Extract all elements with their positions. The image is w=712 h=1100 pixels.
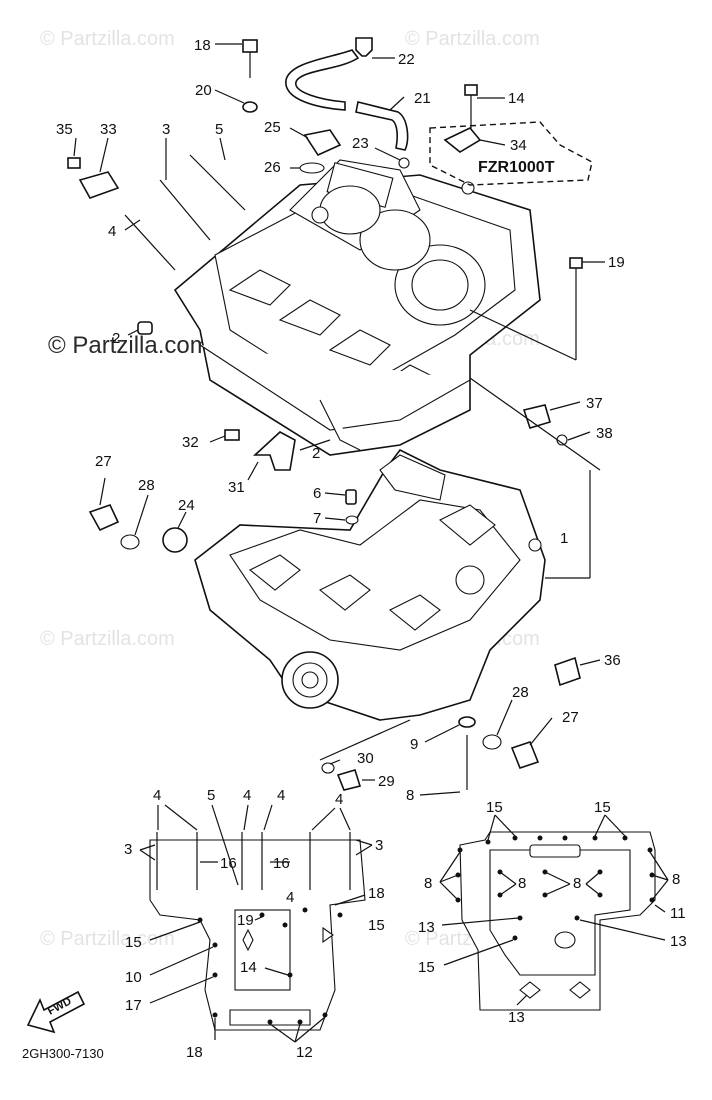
callout-label: 33 (100, 121, 117, 138)
lower-crankcase (194, 448, 546, 721)
watermark: © Partzilla.com (40, 628, 175, 650)
bolt-label: 19 (237, 912, 254, 929)
bolt-label: 15 (594, 799, 611, 816)
watermark-prominent: © Partzilla.com (48, 332, 210, 359)
callout-label: 24 (178, 497, 195, 514)
bolt-label: 15 (418, 959, 435, 976)
watermark: © Partzilla.com (40, 28, 175, 50)
callout-label: 27 (95, 453, 112, 470)
callout-label: 7 (313, 510, 321, 527)
callout-label: 5 (215, 121, 223, 138)
callout-label: 31 (228, 479, 245, 496)
bolt-label: 13 (670, 933, 687, 950)
callout-label: 6 (313, 485, 321, 502)
bolt-pattern-upper-case (139, 804, 373, 1043)
front-direction-arrow: FWD (26, 990, 86, 1034)
callout-label: 2 (312, 445, 320, 462)
callout-label: 30 (357, 750, 374, 767)
model-variant-label: FZR1000T (478, 159, 555, 176)
callout-label: 4 (108, 223, 116, 240)
bolt-label: 5 (207, 787, 215, 804)
callout-label: 32 (182, 434, 199, 451)
callout-label: 8 (406, 787, 414, 804)
callout-label: 9 (410, 736, 418, 753)
bolt-label: 16 (220, 855, 237, 872)
callout-label: 28 (138, 477, 155, 494)
callout-label: 3 (162, 121, 170, 138)
bolt-label: 8 (573, 875, 581, 892)
bolt-label: 4 (243, 787, 251, 804)
callout-label: 2 (112, 330, 120, 347)
callout-label: 19 (608, 254, 625, 271)
callout-label: 37 (586, 395, 603, 412)
model-variant-box (429, 121, 593, 186)
callout-label: 22 (398, 51, 415, 68)
watermark: © Partzilla.com (40, 928, 175, 950)
bolt-label: 15 (125, 934, 142, 951)
bolt-label: 8 (518, 875, 526, 892)
watermark: © Partzilla.com (405, 28, 540, 50)
small-parts (67, 37, 583, 791)
bolt-label: 8 (424, 875, 432, 892)
callout-label: 1 (560, 530, 568, 547)
leader-lines (73, 43, 605, 796)
bolt-label: 17 (125, 997, 142, 1014)
bolt-pattern-lower-labels: 15 15 8 8 8 8 11 13 13 15 13 (418, 799, 687, 1026)
callout-label: 14 (508, 90, 525, 107)
callout-label: 28 (512, 684, 529, 701)
callout-label: 27 (562, 709, 579, 726)
bolt-label: 18 (368, 885, 385, 902)
bolt-label: 8 (672, 871, 680, 888)
bolt-label: 14 (240, 959, 257, 976)
bolt-label: 3 (124, 841, 132, 858)
bolt-label: 12 (296, 1044, 313, 1061)
bolt-label: 3 (375, 837, 383, 854)
callout-labels: 1 2 2 3 4 5 6 7 8 9 14 18 19 20 21 22 23… (56, 37, 625, 804)
bolt-label: 13 (418, 919, 435, 936)
callout-label: 38 (596, 425, 613, 442)
callout-label: 36 (604, 652, 621, 669)
callout-label: 23 (352, 135, 369, 152)
callout-label: 20 (195, 82, 212, 99)
upper-crankcase (173, 159, 541, 456)
bolt-pattern-upper-labels: 4 5 4 4 4 3 3 16 16 4 18 19 15 15 10 14 … (124, 787, 385, 1061)
callout-label: 18 (194, 37, 211, 54)
bolt-label: 18 (186, 1044, 203, 1061)
callout-label: 34 (510, 137, 527, 154)
callout-label: 21 (414, 90, 431, 107)
bolt-label: 4 (286, 889, 294, 906)
callout-label: 25 (264, 119, 281, 136)
bolt-label: 4 (335, 791, 343, 808)
bolt-pattern-lower-case (439, 814, 669, 1011)
callout-label: 29 (378, 773, 395, 790)
callout-label: 35 (56, 121, 73, 138)
bolt-label: 10 (125, 969, 142, 986)
bolt-label: 11 (670, 905, 686, 922)
bolt-label: 4 (153, 787, 161, 804)
diagram-code: 2GH300-7130 (22, 1046, 104, 1061)
bolt-label: 15 (368, 917, 385, 934)
bolt-label: 13 (508, 1009, 525, 1026)
bolt-label: 15 (486, 799, 503, 816)
bolt-label: 16 (273, 855, 290, 872)
bolt-label: 4 (277, 787, 285, 804)
callout-label: 26 (264, 159, 281, 176)
